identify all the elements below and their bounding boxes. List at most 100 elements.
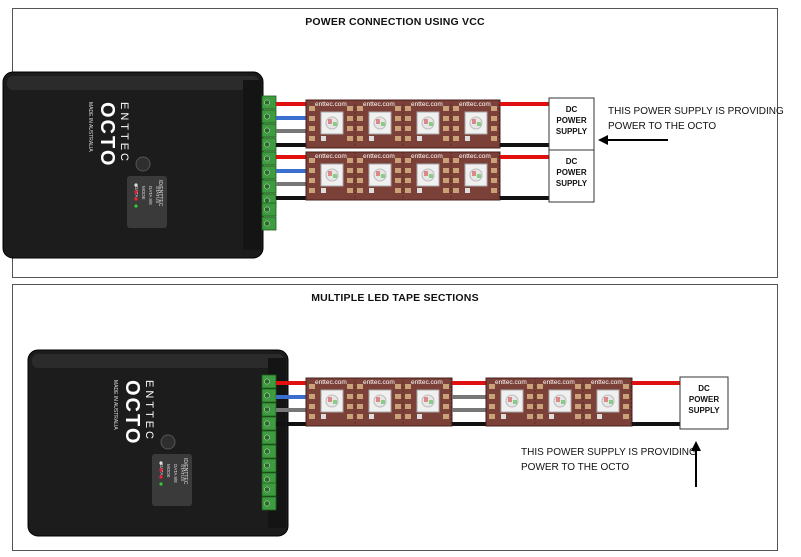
solder-pad [575, 414, 581, 419]
indicator-label: DATA 9/8 [148, 186, 153, 205]
device-top-edge [7, 76, 259, 90]
solder-pad [395, 188, 401, 193]
solder-pad [395, 168, 401, 173]
psu-box [548, 149, 595, 203]
solder-pad [309, 188, 315, 193]
solder-pad [575, 384, 581, 389]
device-origin: MADE IN AUSTRALIA [87, 102, 93, 152]
device-origin: MADE IN AUSTRALIA [112, 380, 118, 430]
solder-pad [405, 384, 411, 389]
psu-label: POWER [556, 116, 586, 125]
solder-pad [357, 178, 363, 183]
psu-label: SUPPLY [688, 406, 720, 415]
solder-pad [357, 384, 363, 389]
solder-pad [405, 188, 411, 193]
resistor [417, 136, 422, 141]
solder-pad [347, 414, 353, 419]
solder-pad [395, 106, 401, 111]
solder-pad [453, 136, 459, 141]
terminal-block [261, 202, 277, 231]
device-label-plate [152, 454, 192, 506]
terminal-screw [264, 127, 270, 134]
solder-pad [491, 158, 497, 163]
chip-label: enttec.com [315, 379, 347, 386]
solder-pad [443, 414, 449, 419]
solder-pad [309, 116, 315, 121]
solder-pad [453, 106, 459, 111]
led-die [328, 171, 332, 176]
solder-pad [309, 414, 315, 419]
solder-pad [309, 158, 315, 163]
terminal-screw [264, 378, 270, 385]
solder-pad [395, 414, 401, 419]
solder-pad [309, 178, 315, 183]
resistor [369, 136, 374, 141]
solder-pad [453, 188, 459, 193]
solder-pad [537, 404, 543, 409]
led-die [381, 122, 385, 126]
solder-pad [395, 126, 401, 131]
indicator-label: DATA 9/8 [173, 464, 178, 483]
solder-pad [405, 106, 411, 111]
indicator-label: STATUS [180, 464, 185, 481]
arrow-head [691, 441, 701, 451]
chip-label: enttec.com [411, 153, 443, 160]
solder-pad [347, 106, 353, 111]
solder-pad [443, 178, 449, 183]
led-die [561, 400, 565, 404]
solder-pad [489, 404, 495, 409]
solder-pad [405, 414, 411, 419]
solder-pad [491, 126, 497, 131]
solder-pad [537, 394, 543, 399]
terminal-screw [264, 220, 270, 227]
device-brand: ENTTEC [118, 102, 130, 164]
solder-pad [347, 168, 353, 173]
solder-pad [357, 136, 363, 141]
chip-label: enttec.com [315, 153, 347, 160]
solder-pad [585, 404, 591, 409]
solder-pad [489, 394, 495, 399]
solder-pad [453, 168, 459, 173]
terminal-block [261, 482, 277, 511]
solder-pad [405, 136, 411, 141]
led-die [556, 397, 560, 402]
solder-pad [347, 394, 353, 399]
solder-pad [443, 168, 449, 173]
led-die [376, 397, 380, 402]
dc-power-supply: DC POWER SUPPLY [679, 376, 729, 430]
psu-label: DC [698, 384, 710, 393]
solder-pad [443, 394, 449, 399]
solder-pad [527, 394, 533, 399]
indicator-led [159, 468, 163, 472]
led-die [513, 400, 517, 404]
psu-label: DC [566, 157, 578, 166]
device-button [135, 156, 151, 172]
led-die [477, 122, 481, 126]
terminal-screw [264, 486, 270, 493]
solder-pad [405, 126, 411, 131]
solder-pad [443, 106, 449, 111]
chip-label: enttec.com [315, 101, 347, 108]
terminal-screw [264, 197, 270, 204]
psu-label: POWER [689, 395, 719, 404]
solder-pad [347, 178, 353, 183]
solder-pad [585, 394, 591, 399]
resistor [465, 188, 470, 193]
solder-pad [347, 158, 353, 163]
solder-pad [491, 188, 497, 193]
solder-pad [309, 126, 315, 131]
solder-pad [491, 106, 497, 111]
solder-pad [309, 384, 315, 389]
resistor [465, 136, 470, 141]
solder-pad [357, 116, 363, 121]
solder-pad [357, 158, 363, 163]
indicator-led [159, 461, 163, 465]
led-die [376, 119, 380, 124]
solder-pad [443, 188, 449, 193]
solder-pad [357, 168, 363, 173]
